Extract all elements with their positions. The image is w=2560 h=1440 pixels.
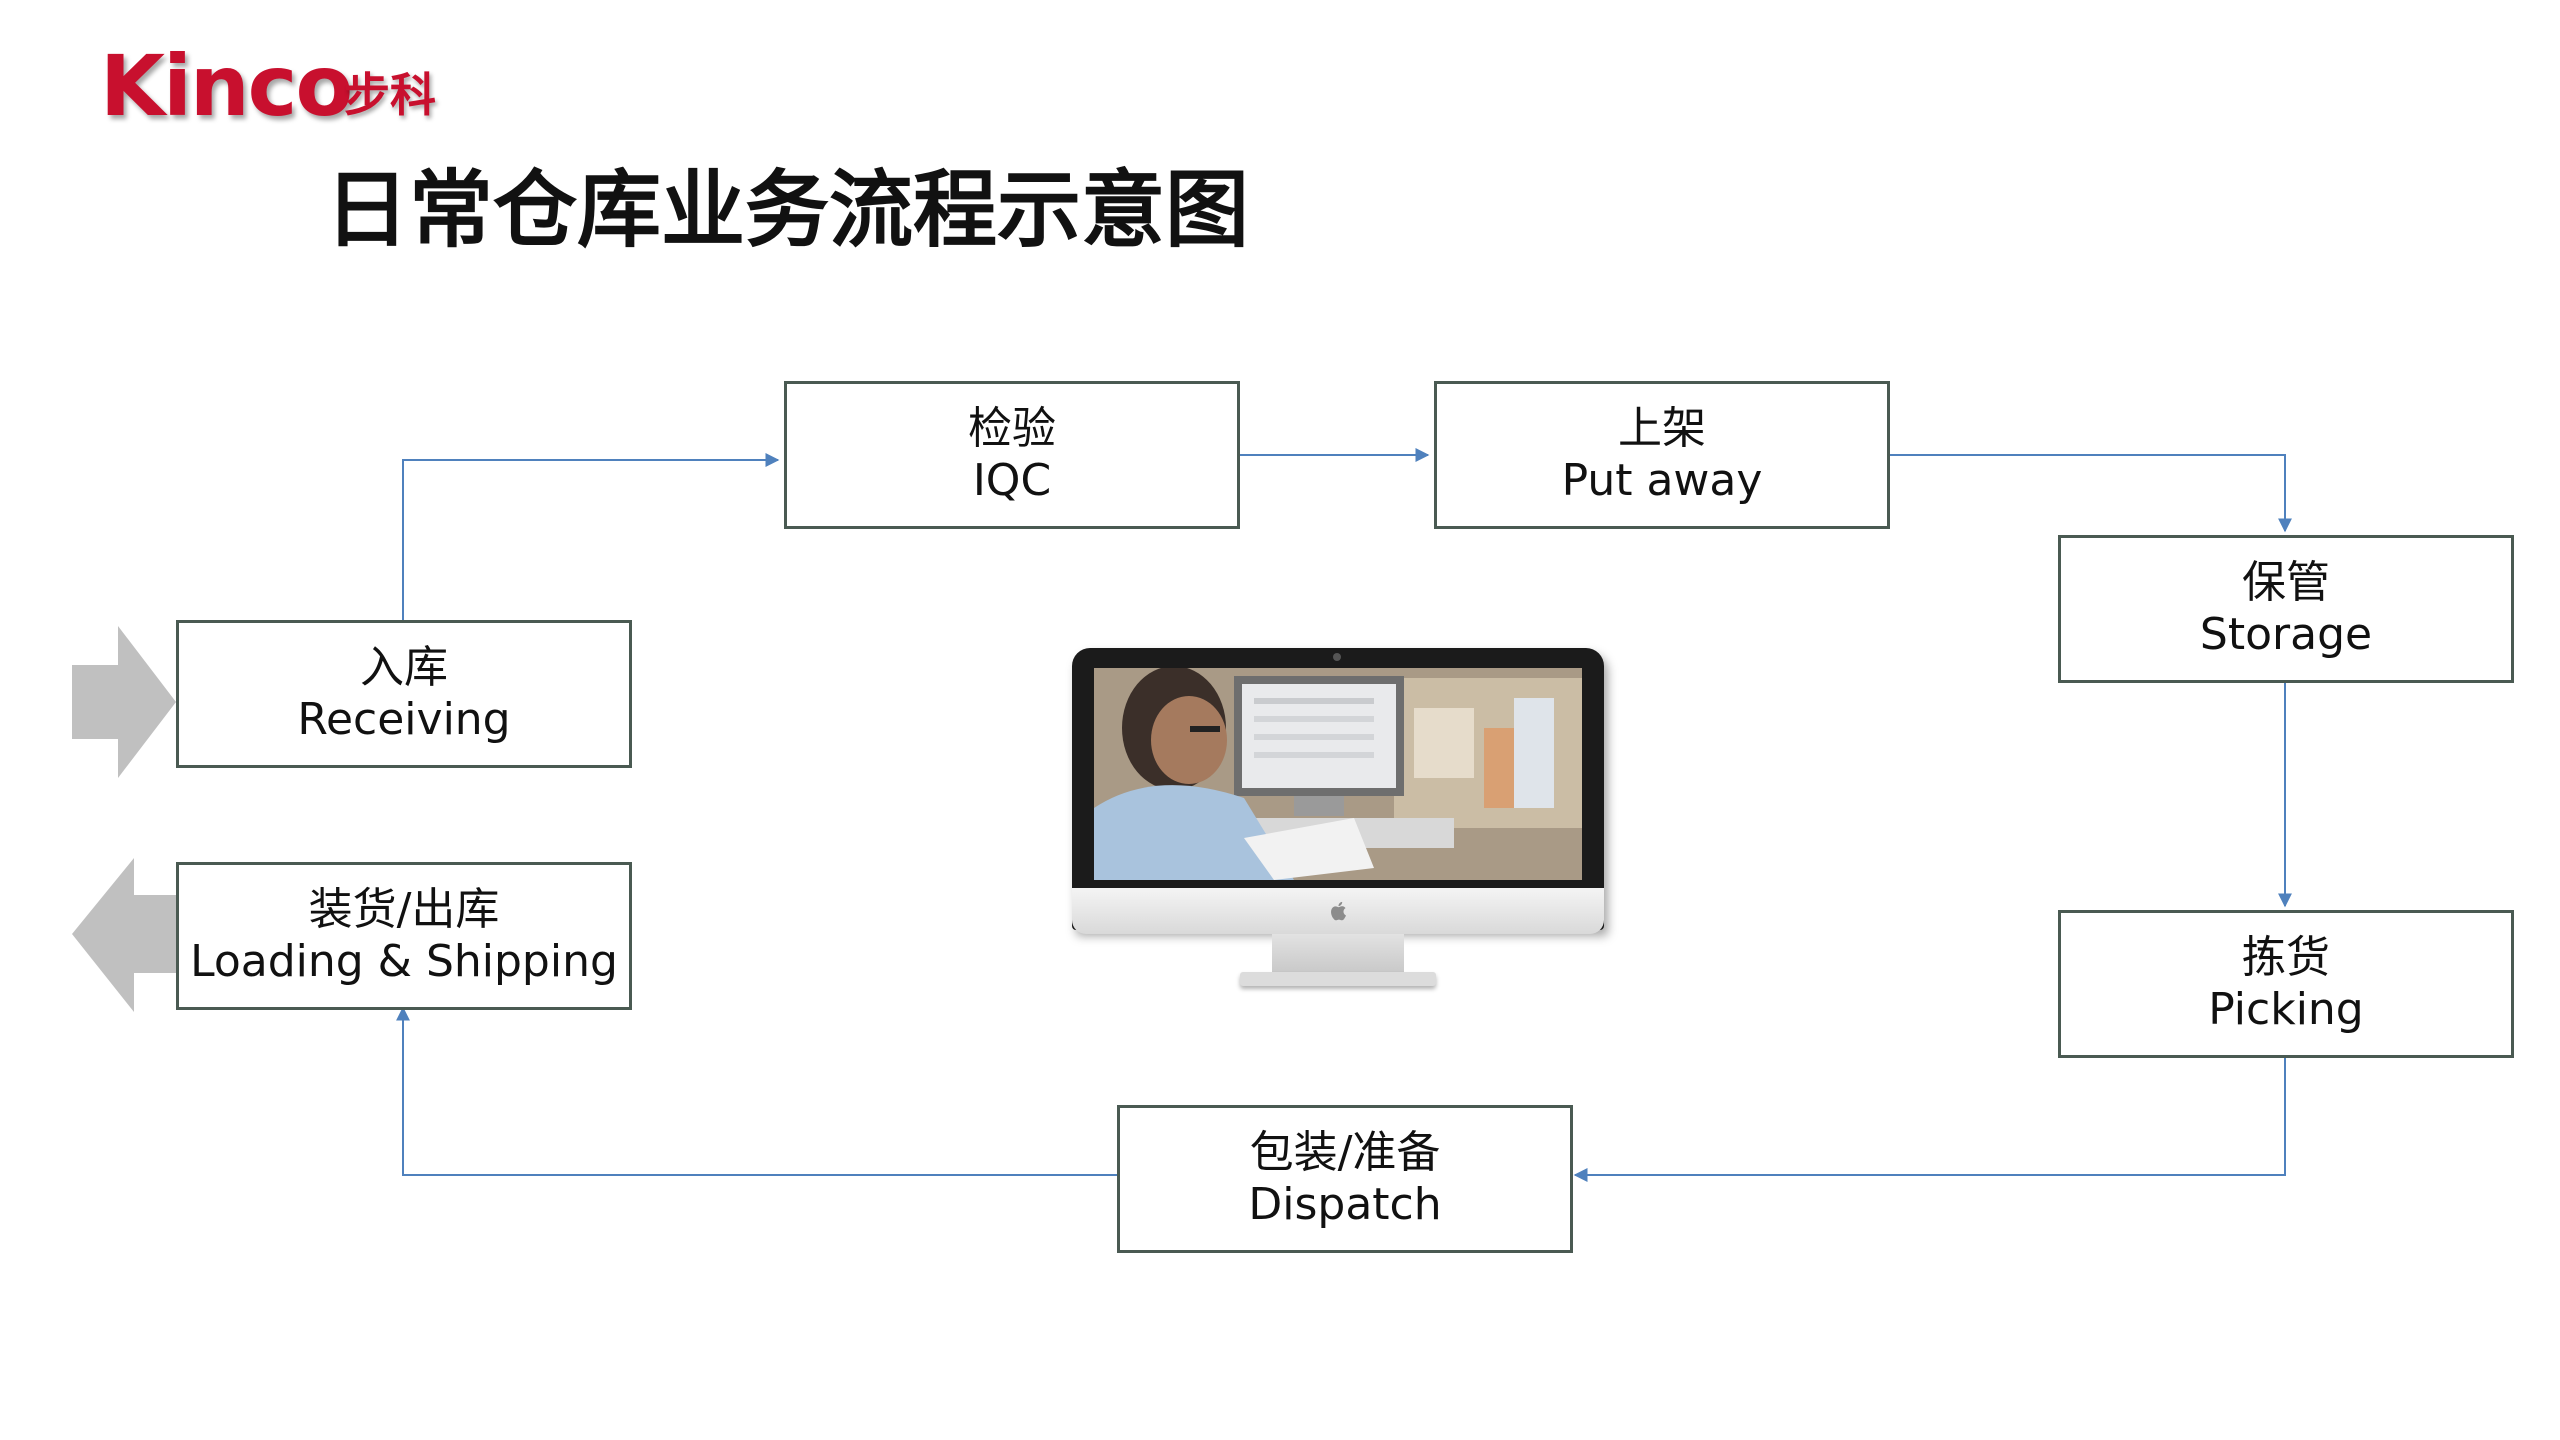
node-picking: 拣货 Picking	[2058, 910, 2514, 1058]
kinco-logo: Kinco 步科	[100, 44, 520, 154]
node-dispatch: 包装/准备 Dispatch	[1117, 1105, 1573, 1253]
node-storage-cn: 保管	[2242, 557, 2330, 609]
node-shipping-cn: 装货/出库	[308, 884, 500, 936]
monitor-stand-foot	[1240, 972, 1436, 986]
node-shipping: 装货/出库 Loading & Shipping	[176, 862, 632, 1010]
node-storage-en: Storage	[2199, 609, 2373, 660]
node-iqc-cn: 检验	[968, 403, 1056, 455]
node-iqc-en: IQC	[972, 455, 1052, 506]
page-title: 日常仓库业务流程示意图	[325, 161, 1250, 259]
node-picking-cn: 拣货	[2242, 932, 2330, 984]
connector-picking-to-dispatch	[1573, 1058, 2286, 1182]
monitor-stand-neck	[1272, 934, 1404, 974]
node-putaway-en: Put away	[1561, 455, 1763, 506]
connector-dispatch-to-shipping	[396, 1006, 1117, 1176]
node-dispatch-cn: 包装/准备	[1249, 1127, 1441, 1179]
node-dispatch-en: Dispatch	[1248, 1179, 1442, 1230]
apple-logo-icon	[1331, 901, 1346, 921]
imac-monitor-warehouse-worker-icon	[1072, 648, 1612, 998]
node-picking-en: Picking	[2208, 984, 2364, 1035]
arrow-right-icon	[72, 626, 176, 778]
camera-dot	[1333, 653, 1341, 661]
node-receiving-en: Receiving	[297, 694, 511, 745]
node-storage: 保管 Storage	[2058, 535, 2514, 683]
logo-brand-cn: 步科	[344, 68, 436, 122]
node-iqc: 检验 IQC	[784, 381, 1240, 529]
node-receiving-cn: 入库	[360, 642, 448, 694]
node-receiving: 入库 Receiving	[176, 620, 632, 768]
arrow-left-icon	[72, 858, 178, 1012]
node-putaway: 上架 Put away	[1434, 381, 1890, 529]
logo-brand-en: Kinco	[100, 37, 353, 135]
connector-receiving-to-iqc	[402, 453, 780, 620]
monitor-bezel	[1072, 648, 1604, 930]
node-putaway-cn: 上架	[1618, 403, 1706, 455]
node-shipping-en: Loading & Shipping	[190, 936, 618, 987]
connector-putaway-to-storage	[1890, 454, 2292, 533]
monitor-screen-photo	[1094, 668, 1582, 880]
worker-at-computer-illustration	[1094, 668, 1582, 880]
